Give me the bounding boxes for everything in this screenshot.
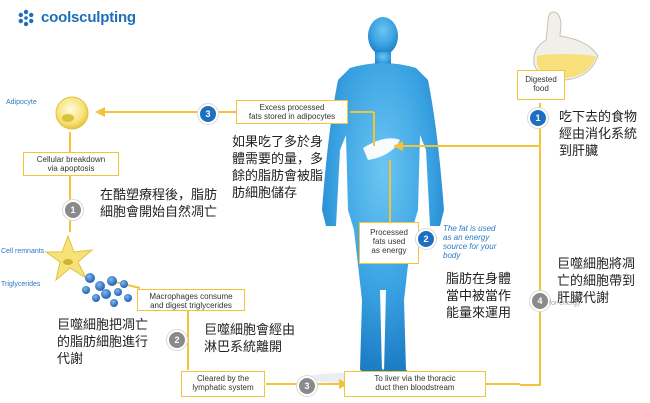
step-3-cleared-marker: 3 xyxy=(297,376,317,396)
cell-remnant-star xyxy=(44,234,94,282)
logo-text: coolsculpting xyxy=(41,9,136,26)
digested-food-box: Digested food xyxy=(517,70,565,100)
excess-fats-box: Excess processed fats stored in adipocyt… xyxy=(236,100,348,124)
cell-remnants-label: Cell remnants xyxy=(1,248,45,255)
stomach-illustration xyxy=(533,11,599,81)
cleared-lymphatic-box: Cleared by the lymphatic system xyxy=(181,371,265,397)
liver-metabolism-chinese-text: 巨噬細胞將凋 亡的細胞帶到 肝臟代謝 xyxy=(557,257,636,306)
fat-energy-note: The fat is used as an energy source for … xyxy=(443,224,497,260)
macrophages-box: Macrophages consume and digest triglycer… xyxy=(137,289,245,311)
to-liver-box: To liver via the thoracic duct then bloo… xyxy=(344,371,486,397)
apoptosis-chinese-text: 在酷塑療程後，脂肪 細胞會開始自然凋亡 xyxy=(100,188,218,220)
body-energy-chinese-text: 脂肪在身體 當中被當作 能量來運用 xyxy=(446,272,512,321)
step-1-apoptosis-marker: 1 xyxy=(63,200,83,220)
lymph-chinese-text: 巨噬細胞會經由 淋巴系統離開 xyxy=(204,323,296,355)
step-3-store-marker: 3 xyxy=(198,104,218,124)
digest-chinese-text: 吃下去的食物 經由消化系統 到肝臟 xyxy=(559,110,638,159)
processed-fats-box: Processed fats used as energy xyxy=(359,222,419,264)
step-number: 4 xyxy=(537,296,543,306)
adipocyte-label: Adipocyte xyxy=(6,99,37,106)
ghost-energy-text: for energy xyxy=(549,300,581,307)
coolsculpting-logo-icon xyxy=(18,9,34,27)
step-number: 1 xyxy=(535,113,541,123)
adipocyte-cell xyxy=(55,96,89,130)
step-number: 3 xyxy=(304,381,310,391)
triglycerides-label: Triglycerides xyxy=(1,281,41,288)
human-body-silhouette xyxy=(303,17,463,384)
step-number: 2 xyxy=(174,335,180,345)
logo: coolsculpting xyxy=(37,9,136,27)
step-1-digest-marker: 1 xyxy=(528,108,548,128)
cellular-breakdown-box: Cellular breakdown via apoptosis xyxy=(23,152,119,176)
step-number: 1 xyxy=(70,205,76,215)
step-number: 3 xyxy=(205,109,211,119)
excess-chinese-text: 如果吃了多於身 體需要的量，多 餘的脂肪會被脂 肪細胞儲存 xyxy=(232,135,324,201)
step-4-liver-marker: 4 xyxy=(530,291,550,311)
macrophage-metabolism-chinese-text: 巨噬細胞把凋亡 的脂肪細胞進行 代謝 xyxy=(57,318,149,367)
step-2-energy-marker: 2 xyxy=(416,229,436,249)
step-2-lymph-marker: 2 xyxy=(167,330,187,350)
step-number: 2 xyxy=(423,234,429,244)
triglyceride-droplets xyxy=(82,273,132,307)
